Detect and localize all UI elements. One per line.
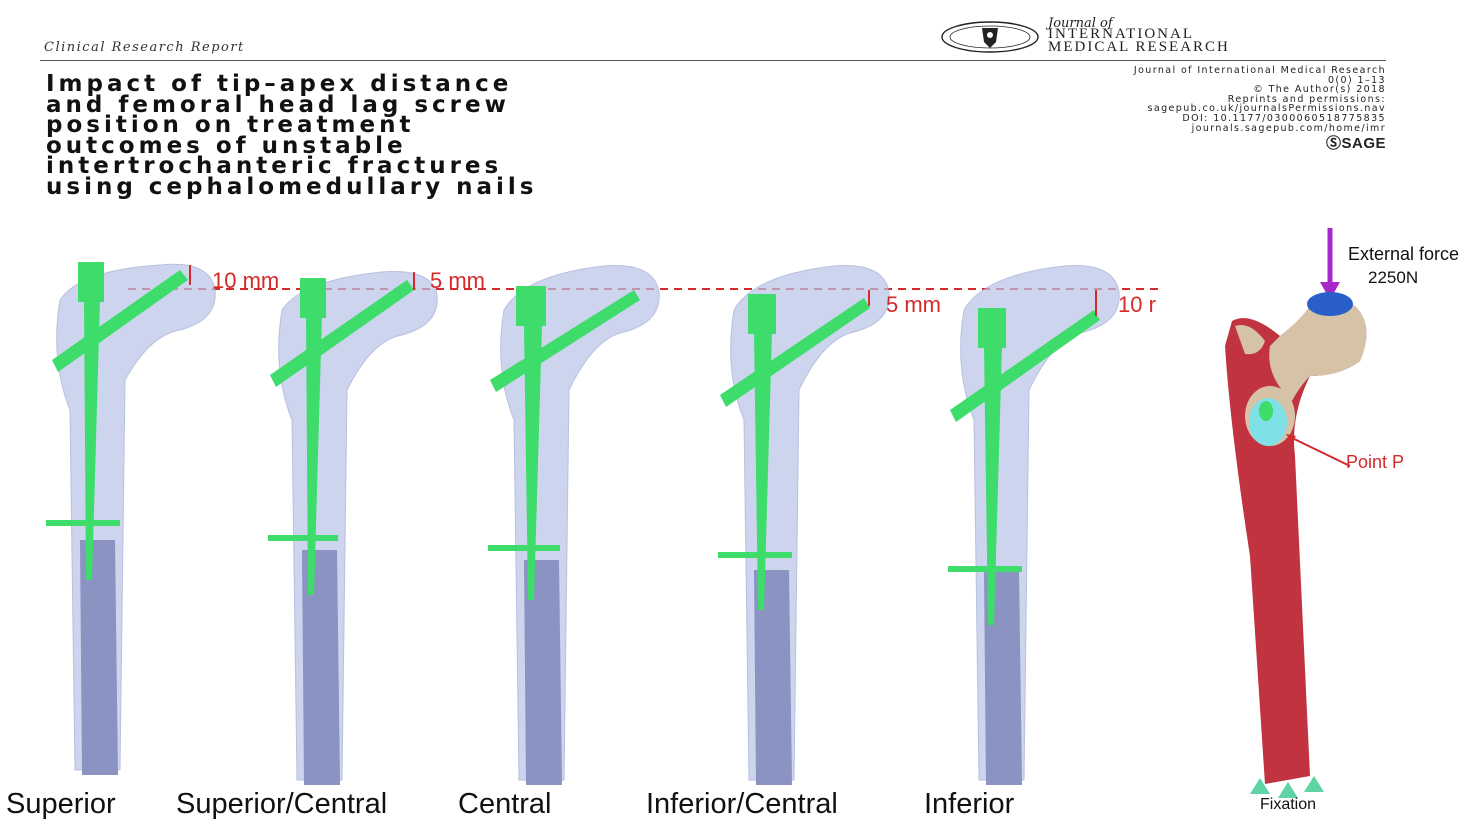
force-arrow-icon xyxy=(1320,282,1340,300)
journal-logo-icon xyxy=(941,21,1039,53)
title-line: using cephalomedullary nails xyxy=(46,173,538,200)
title-line: intertrochanteric fractures xyxy=(46,153,503,179)
title-line: and femoral head lag screw xyxy=(46,91,510,118)
offset-label-inferior-central: 5 mm xyxy=(886,292,941,317)
femur-model-inferior xyxy=(948,265,1120,785)
title-line: Impact of tip–apex distance xyxy=(46,71,513,97)
title-line: outcomes of unstable xyxy=(46,132,407,159)
meta-line: Reprints and permissions: xyxy=(1227,93,1386,105)
header-rule xyxy=(40,60,1386,61)
offset-label-superior-central: 5 mm xyxy=(430,268,485,293)
journal-name-line: INTERNATIONAL xyxy=(1048,26,1194,42)
femur-model-superior-central xyxy=(268,270,438,785)
femur-model-inferior-central xyxy=(718,265,890,785)
model-caption: Central xyxy=(458,788,552,820)
journal-name: INTERNATIONAL MEDICAL RESEARCH xyxy=(1048,26,1230,55)
publisher-name: SAGE xyxy=(1341,135,1386,152)
model-caption: Inferior/Central xyxy=(646,788,838,820)
model-caption: Superior xyxy=(6,788,116,820)
offset-label-inferior: 10 r xyxy=(1118,292,1156,317)
meta-line: DOI: 10.1177/0300060518775835 xyxy=(1182,112,1386,124)
publisher-logo: ⓈSAGE xyxy=(1326,132,1386,153)
finite-element-femur-model xyxy=(1225,228,1367,798)
journal-masthead: Journal of INTERNATIONAL MEDICAL RESEARC… xyxy=(940,16,1386,56)
femur-model-central xyxy=(488,265,660,785)
point-p-label: Point P xyxy=(1346,452,1405,472)
meta-line: Journal of International Medical Researc… xyxy=(1133,65,1386,76)
article-title: Impact of tip–apex distance and femoral … xyxy=(46,71,906,200)
meta-line: sagepub.co.uk/journalsPermissions.nav xyxy=(1147,103,1386,115)
section-label: Clinical Research Report xyxy=(44,40,245,55)
force-label: External force xyxy=(1348,244,1460,264)
offset-label-superior: 10 mm xyxy=(212,268,280,293)
meta-line: journals.sagepub.com/home/imr xyxy=(1191,122,1386,134)
model-caption: Superior/Central xyxy=(176,788,388,820)
model-caption: Inferior xyxy=(924,788,1015,820)
fixation-label: Fixation xyxy=(1260,796,1317,813)
article-metadata: Journal of International Medical Researc… xyxy=(1134,66,1386,133)
journal-name-small: Journal of xyxy=(1048,16,1113,31)
sage-icon: Ⓢ xyxy=(1325,135,1342,152)
femur-model-superior xyxy=(46,262,216,775)
title-line: position on treatment xyxy=(46,112,415,138)
journal-name-line: MEDICAL RESEARCH xyxy=(1048,39,1230,55)
meta-line: © The Author(s) 2018 xyxy=(1253,84,1386,96)
force-value: 2250N xyxy=(1368,268,1419,287)
meta-line: 0(0) 1–13 xyxy=(1327,74,1386,86)
